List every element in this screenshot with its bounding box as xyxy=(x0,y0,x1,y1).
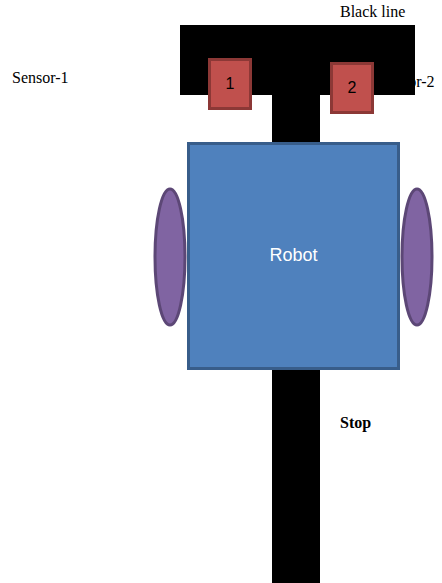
stop-label: Stop xyxy=(340,413,371,432)
sensor-number: 1 xyxy=(226,75,235,93)
sensor-box: 2 xyxy=(330,62,374,114)
sensor-label: Sensor-1 xyxy=(12,68,69,87)
sensor-number: 2 xyxy=(348,79,357,97)
wheel xyxy=(402,189,432,325)
sensor-label: Sensor-2 xyxy=(378,72,435,91)
wheel xyxy=(155,189,185,325)
sensor-box: 1 xyxy=(208,58,252,110)
robot-body: Robot xyxy=(187,142,400,370)
line-label: Black line xyxy=(340,2,405,21)
robot-label: Robot xyxy=(269,245,317,266)
